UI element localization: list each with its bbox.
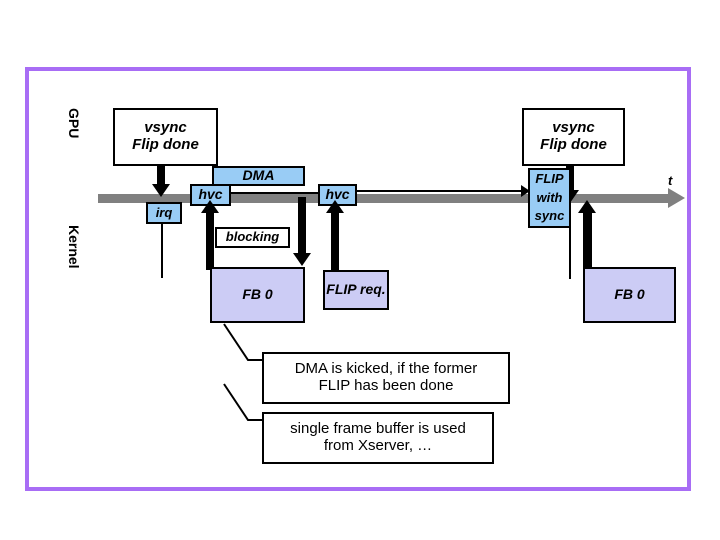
vsync-right-line1: vsync (552, 119, 595, 137)
hvc2-to-flip-arrowhead (521, 185, 530, 197)
callout-dma-line2: FLIP has been done (318, 377, 454, 394)
vsync-right-line2: Flip done (540, 136, 607, 153)
callout-leader-lines (223, 323, 264, 421)
time-axis-line (98, 194, 672, 203)
gpu-event-vsync-right: vsync Flip done (522, 108, 625, 166)
timeline-box-dma: DMA (212, 166, 305, 186)
callout-dma-line1: DMA is kicked, if the former (294, 360, 478, 378)
flip-with-sync-line1: FLIP (535, 171, 564, 187)
dma-label: DMA (242, 167, 275, 184)
kernel-box-fb0-left: FB 0 (210, 267, 305, 323)
hvc-1-label: hvc (198, 186, 223, 203)
time-axis-arrowhead (668, 188, 685, 208)
flip-with-sync-line3: sync (534, 208, 565, 224)
timeline-box-irq: irq (146, 202, 182, 224)
flip-with-sync-line2: with (536, 189, 563, 205)
hvc2-to-flip-line (356, 190, 524, 192)
arrow-flipreq-to-hvc2-shaft (331, 212, 339, 274)
time-axis-label: t (668, 173, 673, 188)
lane-label-kernel: Kernel (66, 225, 82, 269)
arrow-dma-to-fb0-head (293, 253, 311, 266)
arrow-fb0-right-to-timeline-head (578, 200, 596, 213)
vsync-right-connector (569, 203, 571, 279)
slide-frame-border (25, 67, 691, 491)
timeline-box-flip-with-sync: FLIP with sync (528, 168, 571, 228)
gpu-event-vsync-left: vsync Flip done (113, 108, 218, 166)
vsync-left-line2: Flip done (132, 136, 199, 153)
callout-fb-line2: from Xserver, … (323, 437, 433, 454)
vsync-left-line1: vsync (144, 119, 187, 137)
arrow-flipreq-to-hvc2-head (326, 200, 344, 213)
kernel-box-blocking: blocking (215, 227, 290, 248)
arrow-vsync-left-to-irq-shaft (157, 166, 165, 186)
arrow-fb0-to-hvc1-shaft (206, 212, 214, 270)
kernel-box-fb0-right: FB 0 (583, 267, 676, 323)
arrow-fb0-to-hvc1-head (201, 200, 219, 213)
fb0-right-label: FB 0 (614, 286, 645, 303)
callout-fb-line1: single frame buffer is used (290, 420, 466, 438)
callout-framebuffer-note: single frame buffer is used from Xserver… (262, 412, 494, 464)
dma-span-line (229, 192, 321, 194)
fb0-left-label: FB 0 (242, 286, 273, 303)
hvc-2-label: hvc (325, 186, 350, 203)
arrow-fb0-right-to-timeline-shaft (583, 212, 592, 270)
arrow-vsync-left-to-irq-head (152, 184, 170, 197)
irq-label: irq (155, 204, 173, 220)
kernel-connector-irq (161, 224, 163, 278)
callout-dma-note: DMA is kicked, if the former FLIP has be… (262, 352, 510, 404)
arrow-dma-to-fb0-shaft (298, 197, 306, 255)
kernel-box-flip-req: FLIP req. (323, 270, 389, 310)
lane-label-gpu: GPU (66, 108, 82, 139)
blocking-label: blocking (225, 229, 280, 245)
flip-req-label: FLIP req. (326, 281, 386, 298)
